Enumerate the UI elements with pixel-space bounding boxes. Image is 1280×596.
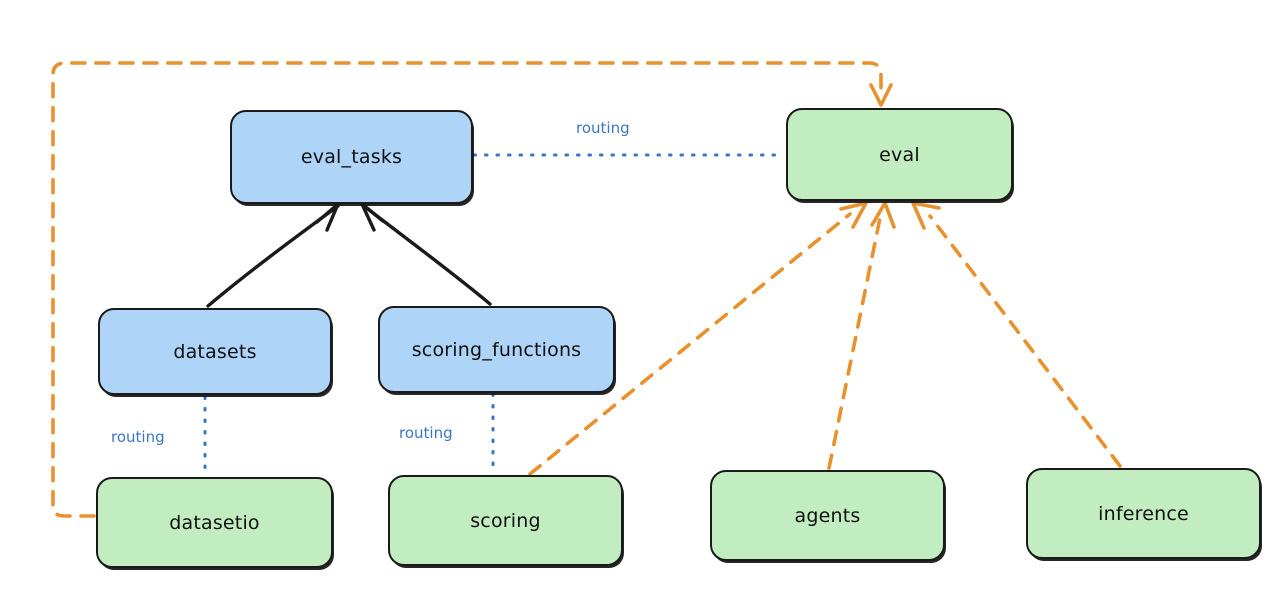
node-datasets-label: datasets	[173, 340, 257, 363]
node-agents-label: agents	[794, 504, 861, 527]
edge-scoring_functions-to-eval_tasks	[360, 202, 492, 306]
node-scoring-functions[interactable]: scoring_functions	[378, 306, 615, 393]
node-eval[interactable]: eval	[786, 108, 1013, 201]
node-inference-label: inference	[1098, 502, 1189, 525]
node-datasetio-label: datasetio	[169, 511, 260, 534]
edge-datasets-to-eval_tasks	[206, 202, 340, 308]
node-scoring[interactable]: scoring	[388, 475, 623, 566]
edge-inference-to-eval	[911, 201, 1122, 468]
edge-label-eval-tasks-routing: routing	[576, 119, 630, 137]
node-agents[interactable]: agents	[710, 470, 945, 561]
node-scoring-functions-label: scoring_functions	[411, 338, 582, 361]
node-scoring-label: scoring	[470, 509, 541, 532]
edge-label-datasets-routing: routing	[111, 428, 165, 446]
node-eval-label: eval	[879, 143, 920, 166]
node-datasets[interactable]: datasets	[98, 308, 332, 395]
edge-datasetio-to-eval	[51, 61, 893, 518]
node-eval-tasks[interactable]: eval_tasks	[230, 110, 473, 204]
edge-agents-to-eval	[827, 201, 896, 470]
node-inference[interactable]: inference	[1026, 468, 1261, 559]
node-datasetio[interactable]: datasetio	[96, 477, 333, 568]
edge-label-scoring-functions-routing: routing	[399, 424, 453, 442]
node-eval-tasks-label: eval_tasks	[300, 146, 403, 168]
edge-scoring-to-eval	[528, 201, 868, 476]
